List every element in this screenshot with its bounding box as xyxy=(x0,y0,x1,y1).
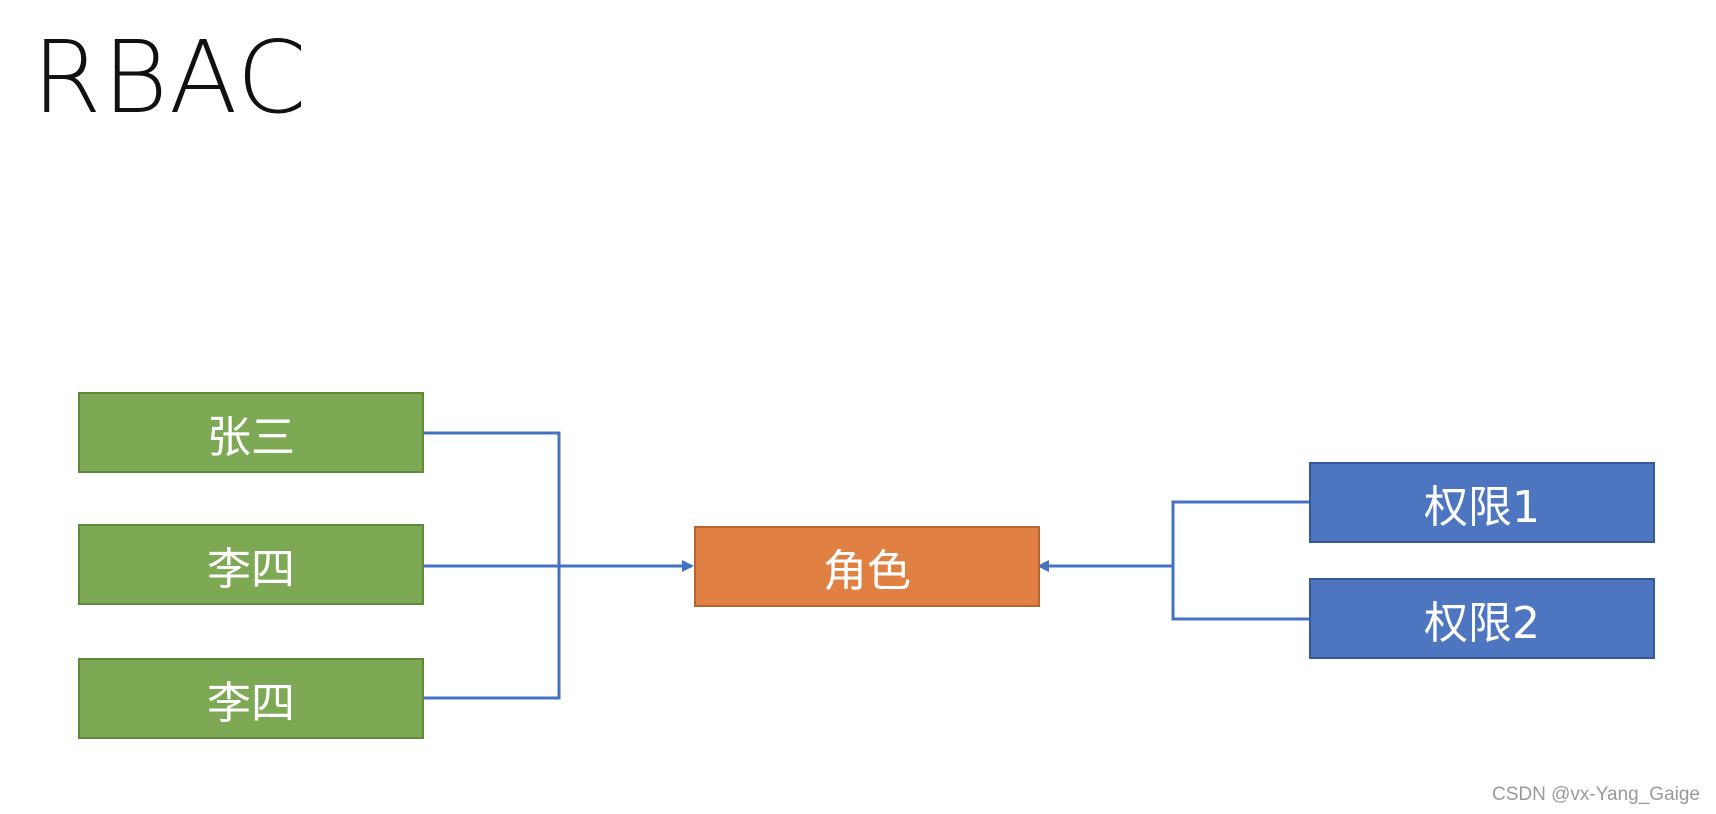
watermark: CSDN @vx-Yang_Gaige xyxy=(1492,784,1700,805)
user-box-zhangsan: 张三 xyxy=(78,392,424,473)
page-title: RBAC xyxy=(32,19,308,136)
user-box-lisi-2: 李四 xyxy=(78,658,424,739)
connector-permissions xyxy=(1171,500,1310,621)
user-box-lisi-1: 李四 xyxy=(78,524,424,605)
permission-box-2: 权限2 xyxy=(1309,578,1655,659)
role-label: 角色 xyxy=(823,545,911,597)
permission-box-1: 权限1 xyxy=(1309,462,1655,543)
user-label: 张三 xyxy=(207,411,295,463)
user-label: 李四 xyxy=(207,677,295,729)
permission-label: 权限1 xyxy=(1424,481,1540,533)
permission-label: 权限2 xyxy=(1424,597,1540,649)
user-label: 李四 xyxy=(207,543,295,595)
role-box: 角色 xyxy=(694,526,1040,607)
